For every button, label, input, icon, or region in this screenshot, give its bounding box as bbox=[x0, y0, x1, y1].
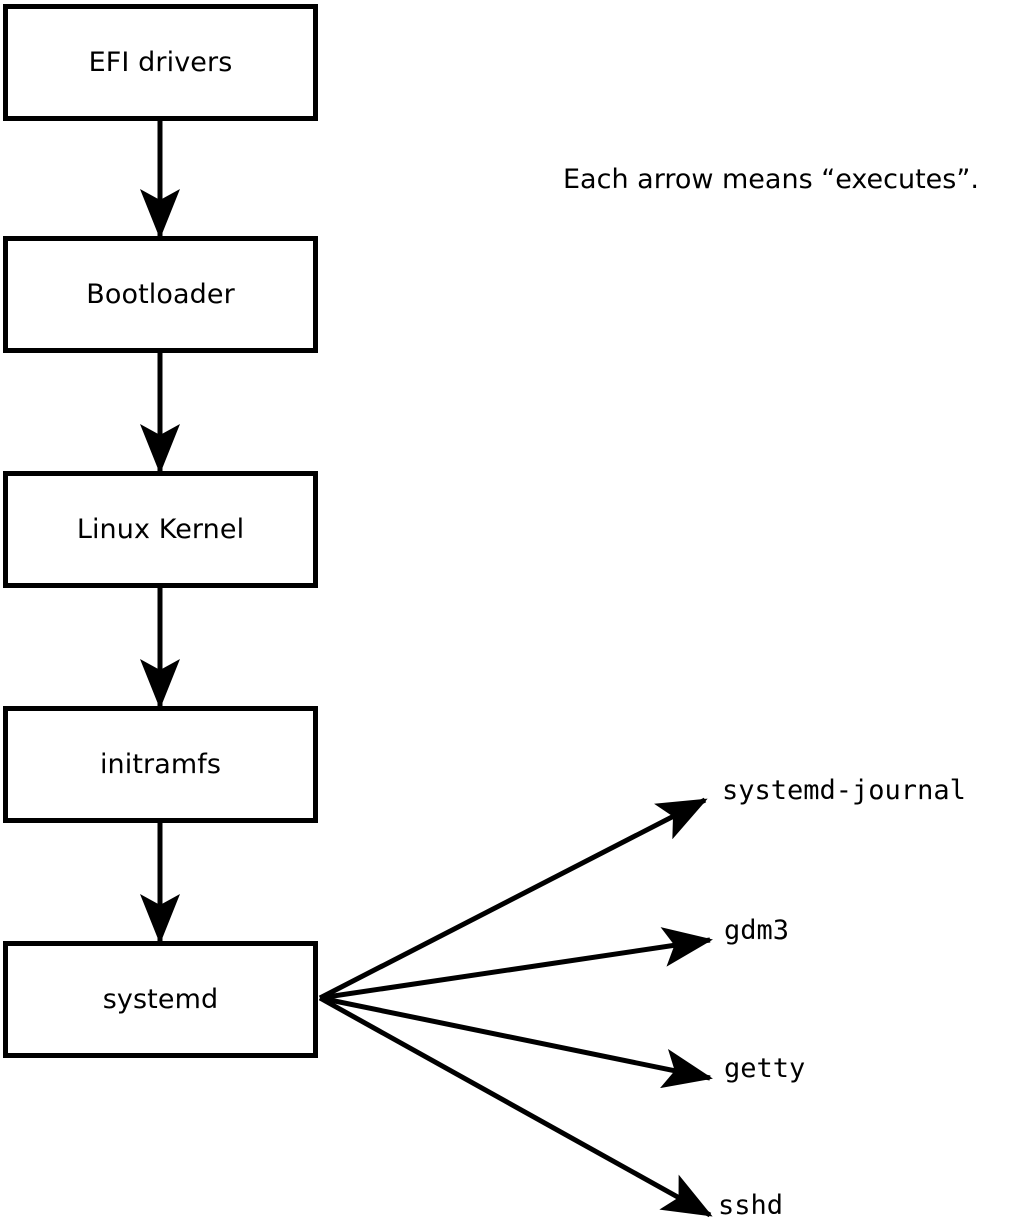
fanout-arrow-sshd bbox=[318, 995, 713, 1218]
service-fanout-arrows bbox=[318, 797, 713, 1218]
service-label-getty: getty bbox=[724, 1053, 806, 1084]
stage-box-efi-drivers[interactable]: EFI drivers bbox=[3, 4, 318, 121]
service-label-sshd: sshd bbox=[718, 1190, 784, 1221]
fanout-arrow-systemd-journal bbox=[318, 797, 708, 1001]
service-label-systemd-journal: systemd-journal bbox=[722, 775, 966, 806]
legend-note: Each arrow means “executes”. bbox=[563, 164, 979, 195]
stage-label-linux-kernel: Linux Kernel bbox=[76, 514, 245, 545]
fanout-arrow-getty bbox=[319, 995, 713, 1089]
stage-label-bootloader: Bootloader bbox=[86, 279, 235, 310]
stage-box-systemd[interactable]: systemd bbox=[3, 941, 318, 1058]
stage-box-bootloader[interactable]: Bootloader bbox=[3, 236, 318, 353]
stage-box-linux-kernel[interactable]: Linux Kernel bbox=[3, 471, 318, 588]
service-label-gdm3: gdm3 bbox=[724, 915, 790, 946]
stage-box-initramfs[interactable]: initramfs bbox=[3, 706, 318, 823]
stage-label-efi-drivers: EFI drivers bbox=[88, 47, 233, 78]
stage-label-systemd: systemd bbox=[102, 984, 219, 1015]
stage-label-initramfs: initramfs bbox=[99, 749, 222, 780]
fanout-arrow-gdm3 bbox=[319, 927, 713, 1001]
